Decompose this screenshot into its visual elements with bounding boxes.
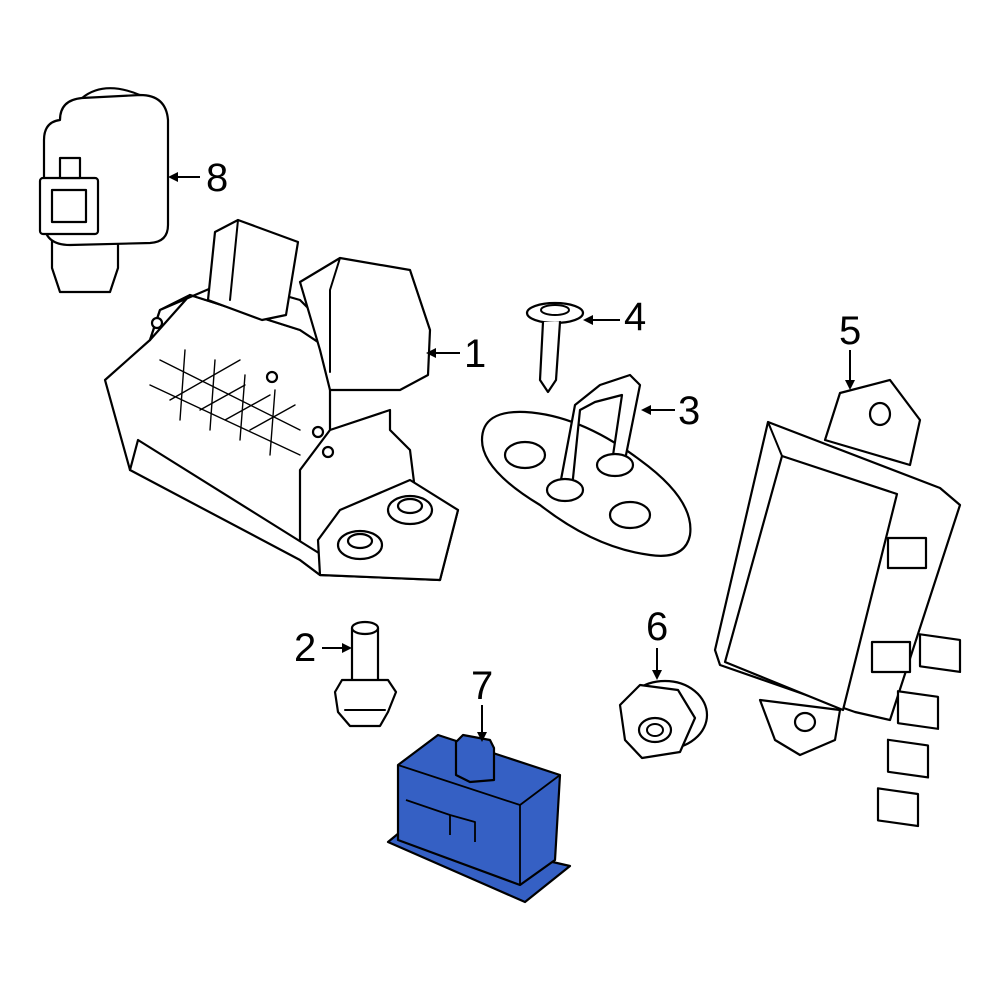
part-5-module[interactable]	[713, 378, 962, 828]
callout-3: 3	[678, 389, 700, 433]
callout-1: 1	[464, 332, 486, 376]
module-connector-pins	[876, 633, 962, 828]
callout-8: 8	[206, 156, 228, 200]
part-8-sensor[interactable]	[38, 87, 170, 294]
part-3-striker[interactable]	[480, 373, 692, 557]
part-2-bolt[interactable]	[333, 620, 398, 728]
callout-5: 5	[839, 309, 861, 353]
part-6-nut[interactable]	[618, 679, 709, 760]
callout-4: 4	[624, 295, 646, 339]
part-4-pin[interactable]	[525, 301, 585, 394]
part-1-housing[interactable]	[103, 218, 460, 582]
callout-7: 7	[471, 664, 493, 708]
leader-arrows	[168, 172, 855, 742]
part-7-highlighted-module[interactable]	[386, 733, 572, 904]
callout-2: 2	[294, 626, 316, 670]
callout-6: 6	[646, 605, 668, 649]
